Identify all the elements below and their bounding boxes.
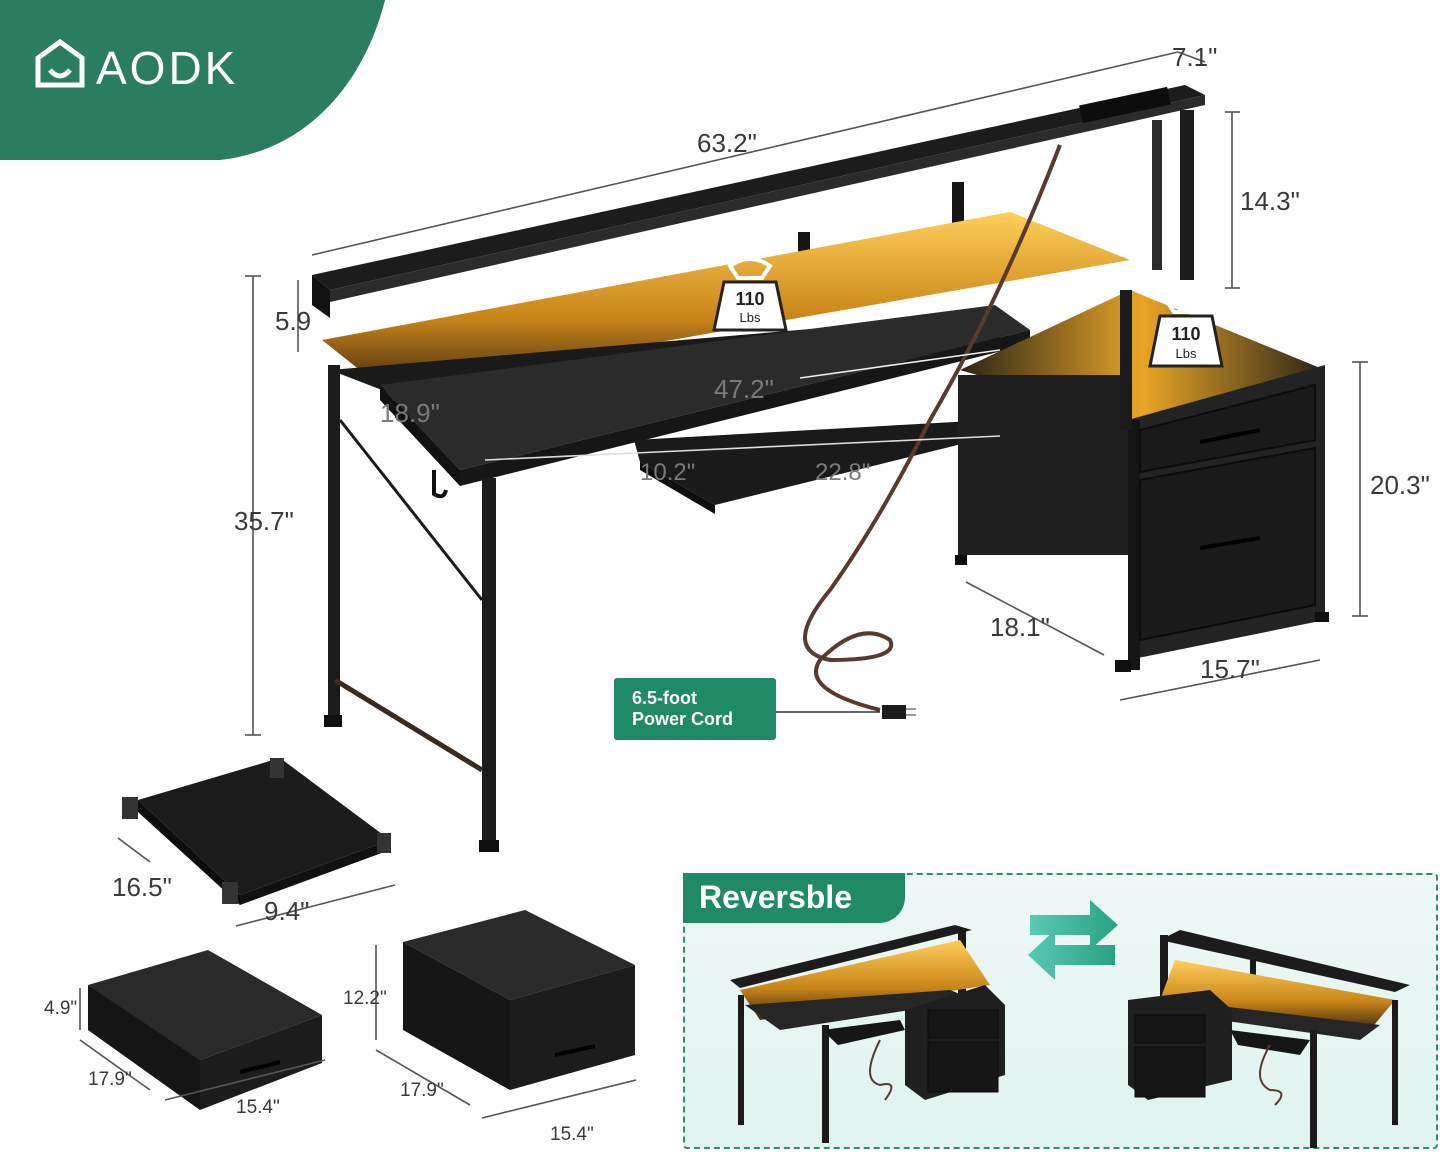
dim-small-drawer-depth: 17.9" (88, 1069, 132, 1090)
reversible-label: Reversble (683, 873, 905, 923)
dim-cabinet-depth: 18.1" (990, 612, 1050, 642)
dim-large-drawer-width: 15.4" (550, 1124, 594, 1145)
dim-desk-depth: 18.9" (380, 398, 440, 428)
dim-large-drawer-height: 12.2" (343, 988, 387, 1009)
shelf-illustration (117, 758, 396, 927)
dim-cabinet-width: 15.7" (1200, 654, 1260, 684)
dimension-lines (245, 51, 1368, 736)
dim-shelf-length: 16.5" (112, 872, 172, 902)
svg-text:110: 110 (1171, 324, 1200, 344)
large-drawer-illustration (375, 910, 637, 1119)
dim-small-drawer-width: 15.4" (236, 1097, 280, 1118)
dim-shelf-width: 9.4" (264, 896, 309, 926)
dim-desk-width: 47.2" (714, 374, 774, 404)
dim-large-drawer-depth: 17.9" (400, 1080, 444, 1101)
weight-icon (1148, 291, 1224, 368)
dim-cabinet-height: 20.3" (1370, 470, 1430, 500)
dim-total-width: 63.2" (697, 128, 757, 158)
dim-hutch-height: 14.3" (1240, 186, 1300, 216)
weight-badge-cabinet: 110 Lbs (1148, 291, 1224, 368)
power-cord-label: Power Cord (632, 709, 734, 729)
dim-small-drawer-height: 4.9" (44, 998, 77, 1019)
svg-text:Lbs: Lbs (1176, 346, 1197, 361)
house-logo-icon (35, 38, 85, 88)
svg-text:110: 110 (735, 289, 764, 309)
dim-desk-height: 35.7" (234, 506, 294, 536)
dim-keyboard-width: 22.8" (815, 459, 870, 486)
small-drawer-illustration (79, 950, 326, 1110)
brand-corner: AODK (0, 0, 385, 160)
dim-monitor-riser: 5.9 (275, 306, 311, 336)
weight-badge-desk: 110 Lbs (712, 257, 788, 332)
power-cord-callout: 6.5-foot Power Cord (614, 678, 776, 740)
dimension-labels: 63.2" 7.1" 14.3" 5.9 47.2" 18.9" 35.7" 1… (234, 42, 1430, 684)
dim-hutch-depth: 7.1" (1172, 42, 1217, 72)
power-plug-icon (882, 705, 916, 719)
svg-text:Lbs: Lbs (740, 310, 761, 325)
brand-name: AODK (96, 42, 238, 94)
dim-keyboard-depth: 10.2" (640, 459, 695, 486)
weight-icon (712, 257, 788, 332)
power-cord-length: 6.5-foot (632, 688, 697, 708)
